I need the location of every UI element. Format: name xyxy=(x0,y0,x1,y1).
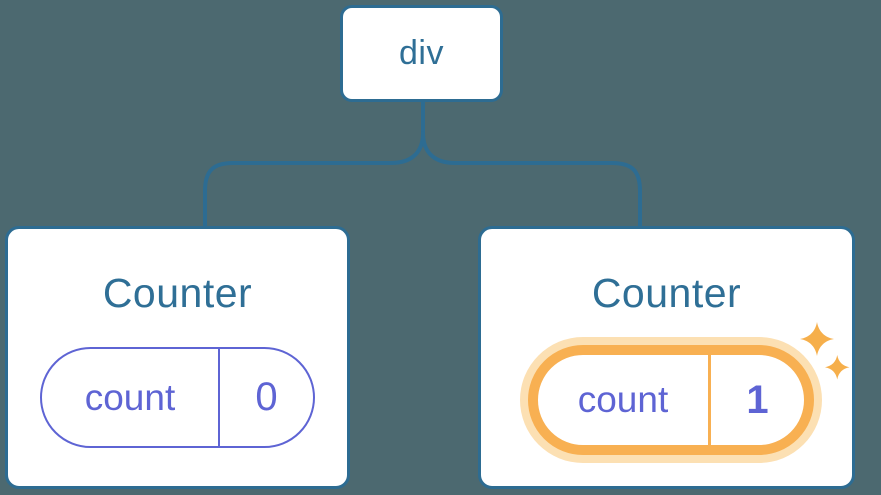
state-key: count xyxy=(538,355,711,445)
sparkle-large xyxy=(800,322,834,356)
connector-right-branch xyxy=(421,131,642,227)
tree-root-node: div xyxy=(340,5,503,102)
state-value: 0 xyxy=(255,375,278,419)
counter-card-left: Counter count 0 xyxy=(5,226,350,489)
component-title: Counter xyxy=(102,270,253,316)
root-node-label: div xyxy=(399,34,444,72)
sparkles-icon xyxy=(800,322,850,380)
connector-left-branch xyxy=(203,131,425,227)
state-pill-highlighted: count 1 xyxy=(528,345,814,455)
state-value: 1 xyxy=(746,377,769,422)
counter-card-right: Counter count 1 xyxy=(478,226,855,489)
component-title: Counter xyxy=(591,270,742,316)
state-key: count xyxy=(42,349,220,446)
sparkle-small xyxy=(825,355,850,380)
state-pill: count 0 xyxy=(40,347,315,448)
